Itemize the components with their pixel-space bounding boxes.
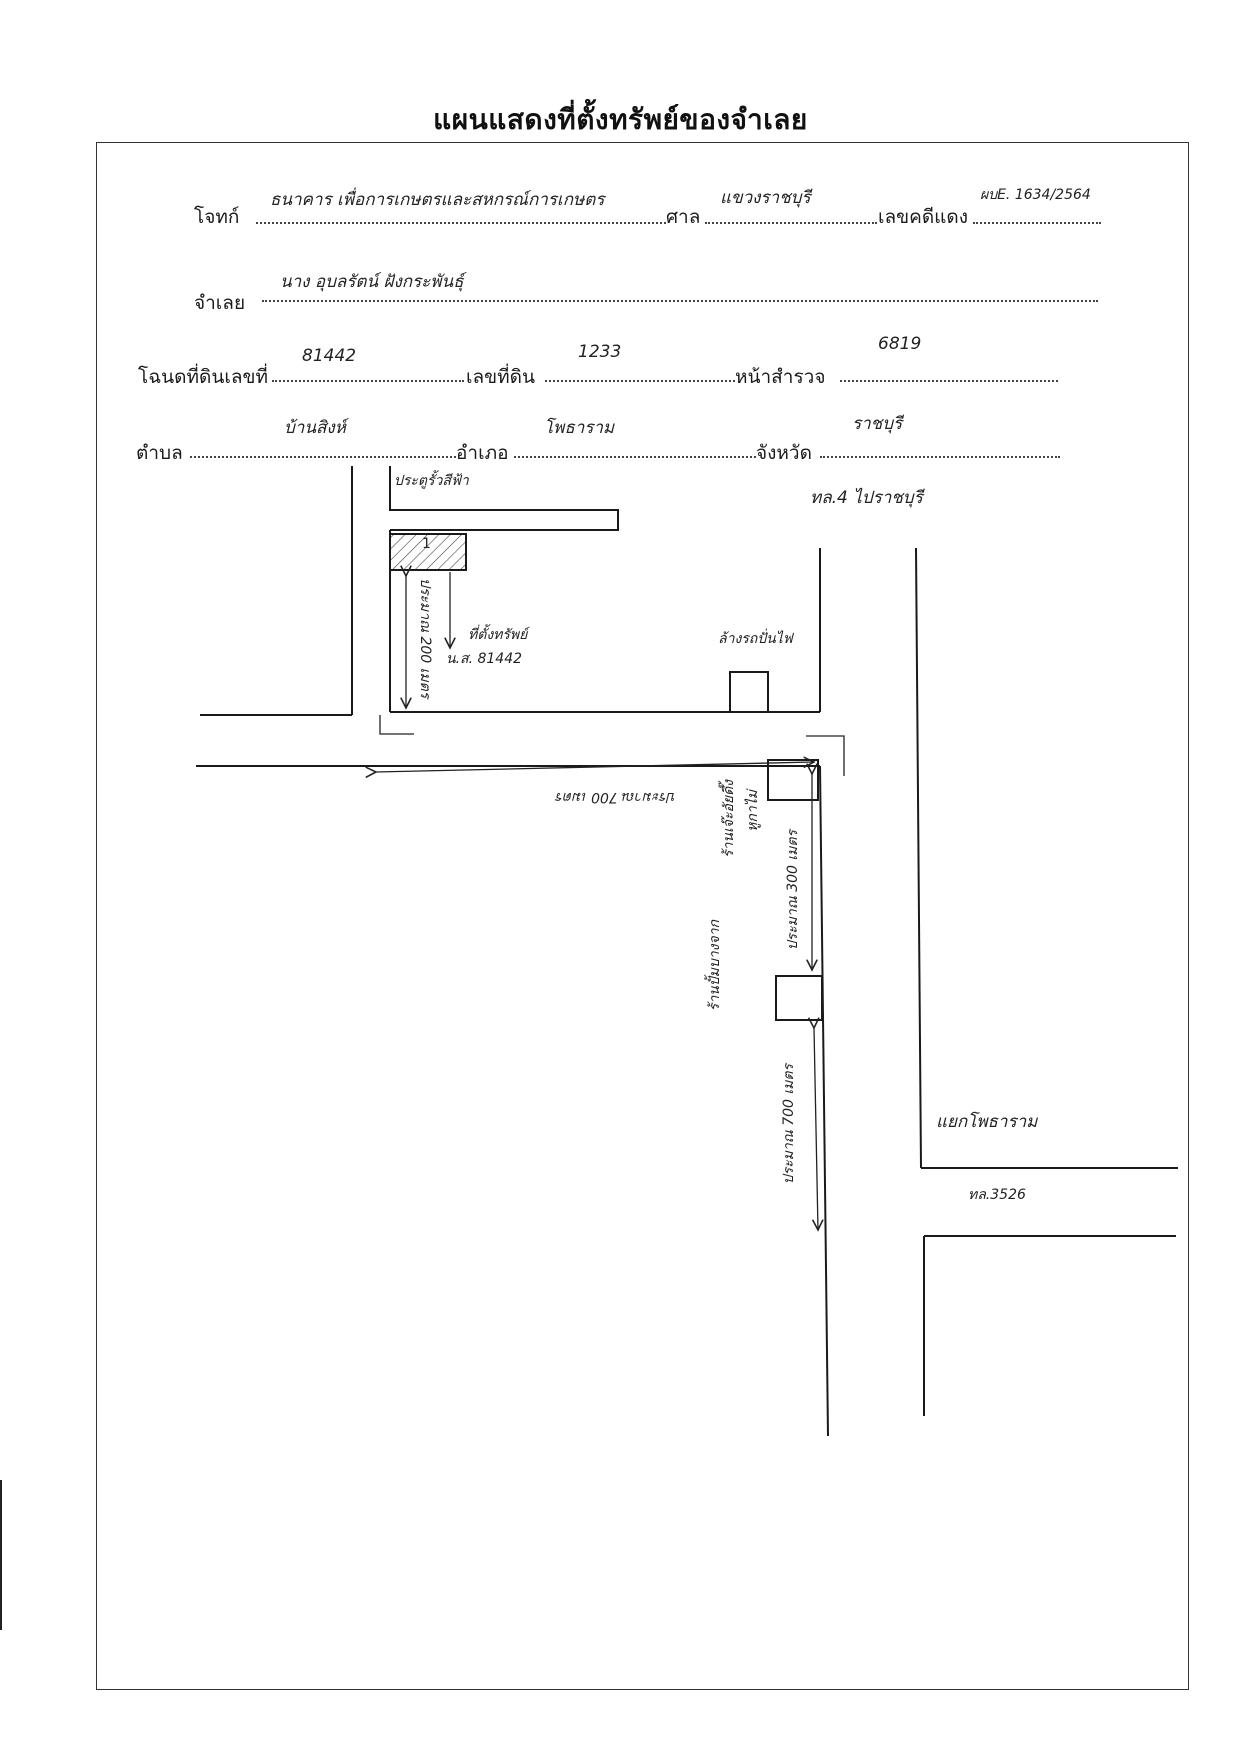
red-case-label: เลขคดีแดง — [878, 206, 969, 228]
red-case-value: ผบE. 1634/2564 — [980, 187, 1091, 203]
shop-sub-label: หูกาไม่ — [745, 790, 761, 832]
turn-mark-1 — [379, 715, 414, 735]
defendant-label: จำเลย — [194, 292, 246, 314]
land-no-value: 1233 — [578, 342, 622, 362]
gate-road — [389, 466, 619, 531]
subdistrict-line — [190, 456, 456, 458]
hw4-left-bottom — [819, 765, 829, 1437]
defendant-value: นาง อุบลรัตน์ ฝังกระพันธุ์ — [280, 272, 464, 292]
dist-label-4: ประมาณ 700 เมตร — [781, 1064, 797, 1185]
property-label: ที่ตั้งทรัพย์ — [468, 627, 528, 643]
hw4-right-top — [915, 547, 922, 1169]
dist-arrow-4 — [814, 1028, 818, 1230]
property-plot — [389, 533, 467, 571]
turn-mark-2 — [806, 735, 845, 776]
province-value: ราชบุรี — [852, 414, 903, 434]
dist-arrow-2 — [376, 762, 814, 772]
court-label: ศาล — [666, 206, 701, 228]
district-line — [514, 456, 756, 458]
plaintiff-value: ธนาคาร เพื่อการเกษตรและสหกรณ์การเกษตร — [270, 190, 605, 210]
gas-station-label: ร้านปั้มบางจาก — [707, 920, 723, 1012]
province-line — [820, 456, 1060, 458]
deed-value: 81442 — [302, 346, 357, 366]
defendant-line — [262, 300, 1098, 302]
car-wash-label: ล้างรถปั่นไฟ — [718, 631, 793, 647]
court-value: แขวงราชบุรี — [720, 188, 811, 208]
plaintiff-line — [256, 222, 666, 224]
survey-line — [840, 380, 1058, 382]
subdistrict-label: ตำบล — [136, 442, 183, 464]
gate-label: ประตูรั้วสีฟ้า — [394, 473, 469, 489]
subdistrict-value: บ้านสิงห์ — [284, 418, 346, 438]
highway-4-label: ทล.4 ไปราชบุรี — [810, 488, 923, 508]
gas-station-box — [775, 975, 823, 1021]
deed-line — [272, 380, 464, 382]
land-no-label: เลขที่ดิน — [466, 366, 535, 388]
scan-edge — [0, 1480, 2, 1630]
map-frame — [96, 142, 1189, 1690]
road-3526-label: ทล.3526 — [968, 1187, 1026, 1203]
land-no-line — [545, 380, 735, 382]
district-value: โพธาราม — [544, 418, 615, 438]
survey-label: หน้าสำรวจ — [735, 366, 826, 388]
plaintiff-label: โจทก์ — [194, 206, 240, 228]
property-deed-label: น.ส. 81442 — [446, 651, 523, 667]
dist-label-3: ประมาณ 300 เมตร — [785, 830, 801, 951]
deed-label: โฉนดที่ดินเลขที่ — [138, 366, 268, 388]
page-title: แผนแสดงที่ตั้งทรัพย์ของจำเลย — [433, 103, 808, 136]
junction-label: แยกโพธาราม — [936, 1112, 1038, 1132]
court-line — [705, 222, 877, 224]
shop-label: ร้านเจ๊ะอัยดึ๊ง — [721, 780, 737, 858]
survey-value: 6819 — [878, 334, 922, 354]
dist-label-1: ประมาณ 200 เมตร — [417, 578, 433, 699]
plot-marker: 1 — [422, 536, 431, 552]
red-case-line — [973, 222, 1101, 224]
province-label: จังหวัด — [756, 442, 812, 464]
car-wash-box — [729, 671, 769, 713]
district-label: อำเภอ — [456, 442, 509, 464]
dist-label-2: ประมาณ 700 เมตร — [556, 789, 677, 805]
